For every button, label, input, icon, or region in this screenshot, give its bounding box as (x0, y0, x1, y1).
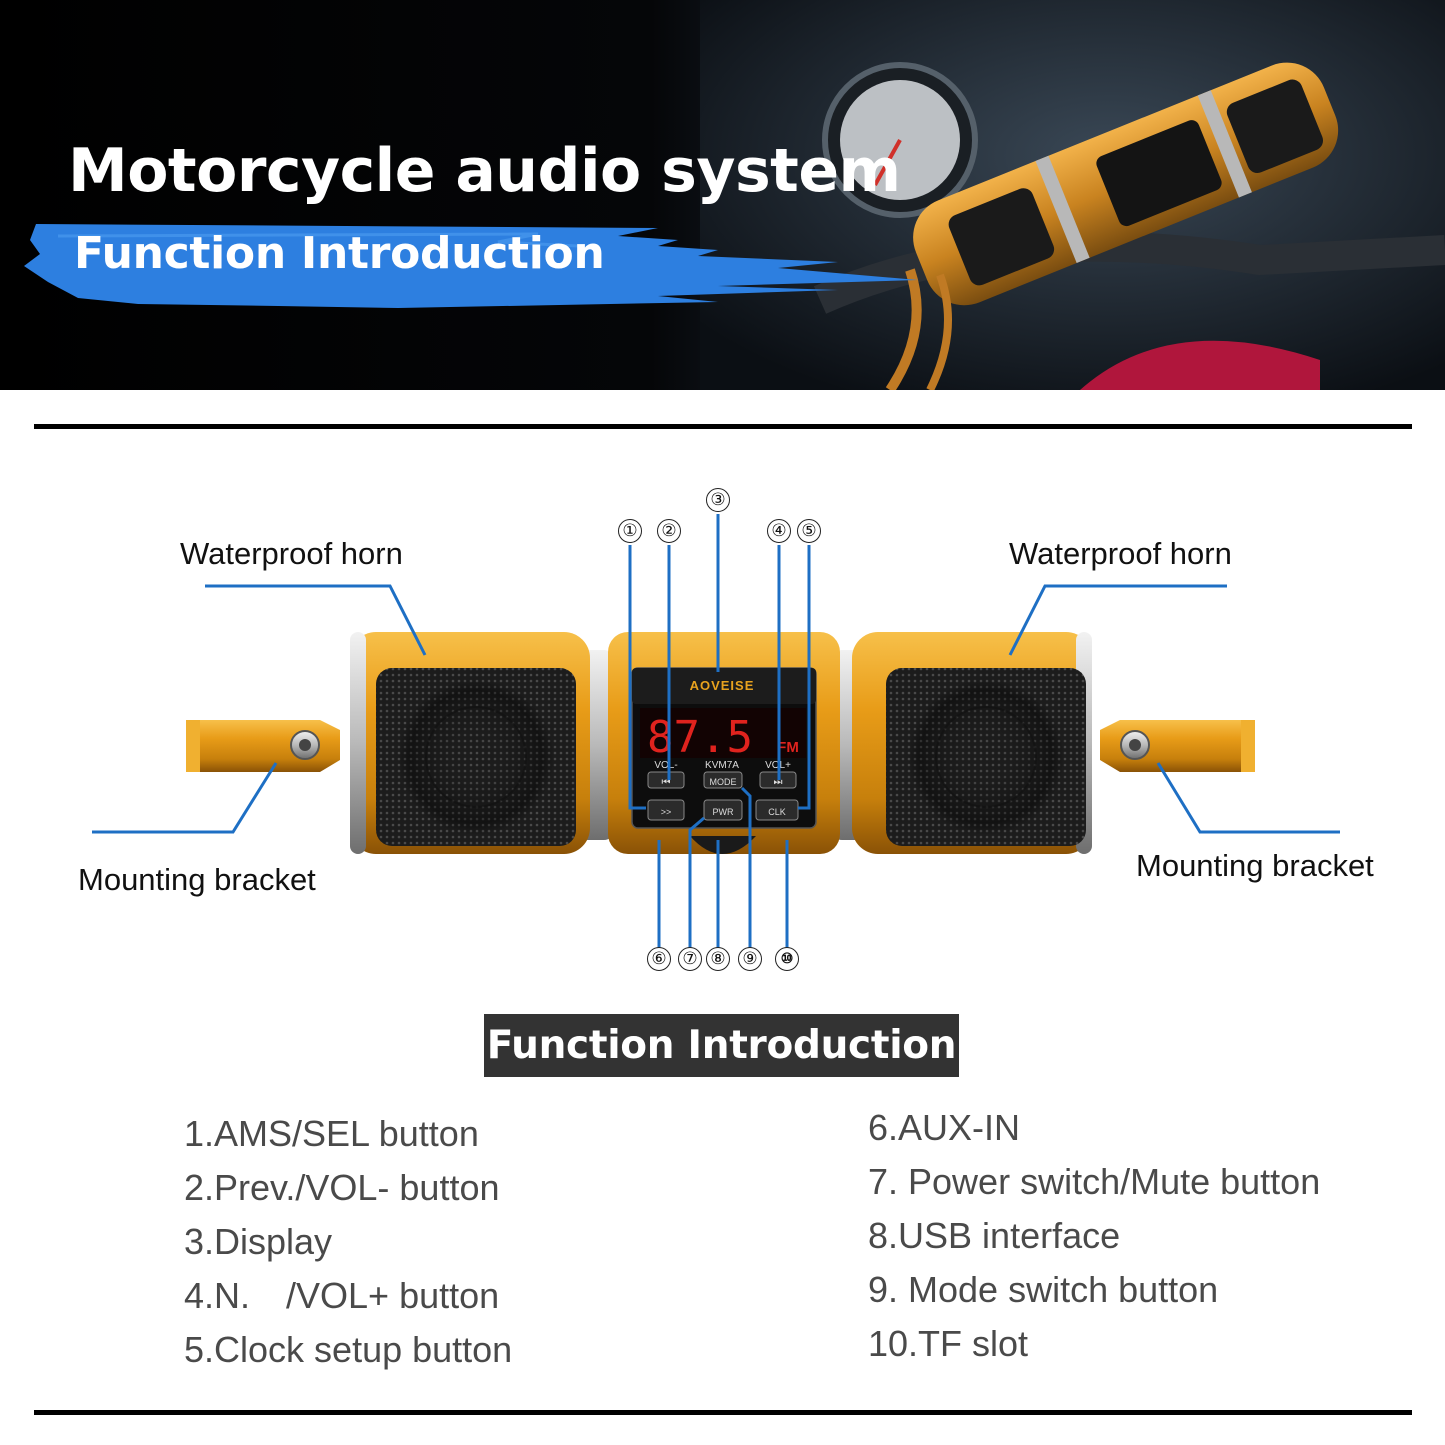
callout-number-2: ② (657, 519, 681, 543)
callout-number-4: ④ (767, 519, 791, 543)
callout-lines (92, 514, 1340, 948)
mounting-bracket-right (1100, 720, 1255, 772)
label-waterproof-horn-left: Waterproof horn (180, 536, 403, 571)
mounting-bracket-left (186, 720, 340, 772)
callout-number-5: ⑤ (797, 519, 821, 543)
callout-number-9: ⑨ (738, 947, 762, 971)
brush-stroke (24, 224, 918, 308)
device-pwr-label: PWR (713, 807, 734, 817)
device-vol-minus: VOL- (654, 760, 677, 771)
device-brand: AOVEISE (690, 678, 755, 693)
list-item: 6.AUX-IN (868, 1107, 1021, 1148)
speaker-right (852, 632, 1092, 854)
hero-title: Motorcycle audio system (68, 136, 901, 206)
product-diagram: AOVEISE 87.5 FM VOL- KVM7A VOL+ ⏮ MODE ⏭… (0, 440, 1445, 1000)
function-list-left: 1.AMS/SEL button 2.Prev./VOL- button 3.D… (184, 1114, 512, 1384)
label-waterproof-horn-right: Waterproof horn (1009, 536, 1232, 571)
list-item: 8.USB interface (868, 1215, 1121, 1256)
list-item: 7. Power switch/Mute button (868, 1161, 1321, 1202)
list-item: 5.Clock setup button (184, 1329, 513, 1370)
callout-number-1: ① (618, 519, 642, 543)
list-item: 3.Display (184, 1221, 333, 1262)
callout-number-6: ⑥ (647, 947, 671, 971)
device-next-icon: ⏭ (774, 777, 783, 788)
function-list-right: 6.AUX-IN 7. Power switch/Mute button 8.U… (868, 1108, 1320, 1378)
hero-banner: Motorcycle audio system Function Introdu… (0, 0, 1445, 390)
top-divider (34, 424, 1412, 429)
device-model: KVM7A (705, 760, 739, 771)
device-mode-label: MODE (710, 777, 737, 787)
callout-number-8: ⑧ (706, 947, 730, 971)
list-item: 2.Prev./VOL- button (184, 1167, 500, 1208)
list-item: 1.AMS/SEL button (184, 1113, 479, 1154)
device-frequency: 87.5 (647, 712, 753, 763)
device-illustration: AOVEISE 87.5 FM VOL- KVM7A VOL+ ⏮ MODE ⏭… (92, 514, 1340, 948)
callout-number-7: ⑦ (678, 947, 702, 971)
label-mounting-bracket-left: Mounting bracket (78, 862, 316, 897)
callout-number-10: ⑩ (775, 947, 799, 971)
speaker-left (350, 632, 590, 854)
motorcycle-photo (700, 0, 1445, 390)
device-band: FM (777, 739, 799, 756)
bottom-divider (34, 1410, 1412, 1415)
device-ams-label: >> (661, 807, 672, 817)
hero-subtitle: Function Introduction (74, 228, 605, 279)
callout-number-3: ③ (706, 488, 730, 512)
function-intro-heading: Function Introduction (484, 1014, 959, 1077)
label-mounting-bracket-right: Mounting bracket (1136, 848, 1374, 883)
list-item: 4.N. /VOL+ button (184, 1275, 500, 1316)
device-prev-icon: ⏮ (662, 777, 671, 788)
device-clk-label: CLK (768, 807, 786, 817)
list-item: 9. Mode switch button (868, 1269, 1219, 1310)
list-item: 10.TF slot (868, 1323, 1029, 1364)
